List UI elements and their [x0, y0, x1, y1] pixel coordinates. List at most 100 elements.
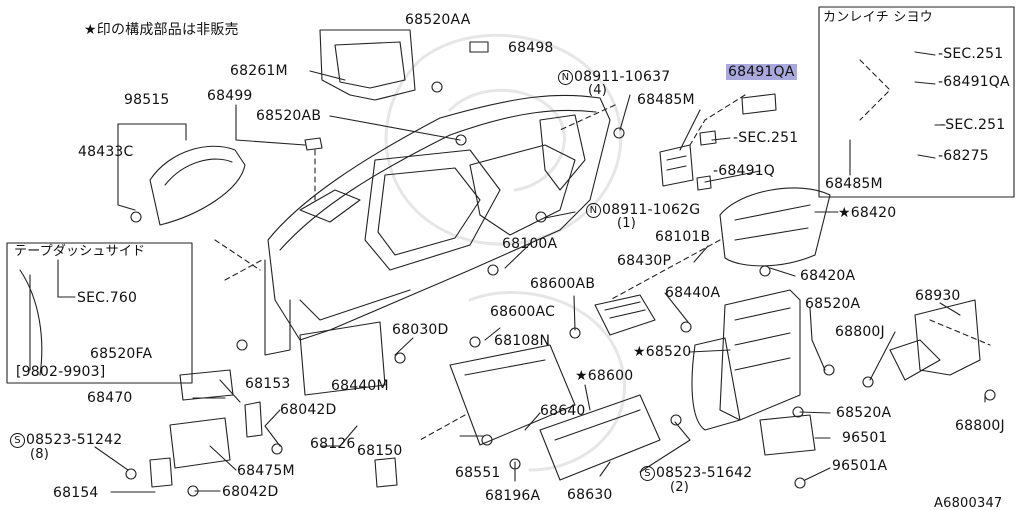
part-label-68440M[interactable]: 68440M [331, 378, 389, 394]
non-sale-note: ★印の構成部品は非販売 [84, 22, 239, 38]
part-label-68420[interactable]: ★68420 [838, 205, 896, 221]
part-label-68154[interactable]: 68154 [53, 485, 99, 501]
part-label-68600[interactable]: ★68600 [575, 368, 633, 384]
part-label-68261M[interactable]: 68261M [230, 63, 288, 79]
star-icon: ★ [838, 205, 851, 221]
part-label-68551[interactable]: 68551 [455, 465, 501, 481]
part-label-sec251-inset-a[interactable]: -SEC.251 [938, 46, 1004, 62]
part-glovebox-door [539, 394, 661, 481]
part-label-68600AB[interactable]: 68600AB [530, 276, 596, 292]
part-label-sec251[interactable]: -SEC.251 [733, 130, 799, 146]
n-marker-icon: N [586, 203, 601, 218]
part-number-text: 68600 [587, 368, 634, 384]
part-switch-c [741, 93, 777, 115]
part-label-68100A[interactable]: 68100A [502, 236, 558, 252]
part-label-68498[interactable]: 68498 [508, 40, 554, 56]
sec-text: SEC.251 [945, 117, 1006, 133]
qty-08523-51242: (8) [30, 447, 50, 462]
part-clip-lower [374, 457, 398, 488]
inset-frame-right [818, 6, 1015, 198]
part-label-68430P[interactable]: 68430P [617, 253, 672, 269]
part-label-68485M[interactable]: 68485M [637, 92, 695, 108]
part-label-68475M[interactable]: 68475M [237, 463, 295, 479]
part-label-sec251-inset-b[interactable]: -SEC.251 [940, 117, 1006, 133]
part-label-68485M-inset[interactable]: 68485M [825, 176, 883, 192]
part-label-68042D-a[interactable]: 68042D [280, 402, 337, 418]
part-label-68440A[interactable]: 68440A [665, 285, 721, 301]
part-label-68520[interactable]: ★68520 [633, 344, 691, 360]
part-number-text: 68420 [850, 205, 897, 221]
part-label-96501A[interactable]: 96501A [832, 458, 888, 474]
part-label-68520A-a[interactable]: 68520A [805, 296, 861, 312]
part-switch-b [696, 175, 712, 191]
fasteners [125, 81, 996, 497]
part-label-68800J-b[interactable]: 68800J [955, 418, 1005, 434]
part-label-68030D[interactable]: 68030D [392, 322, 449, 338]
part-label-68499[interactable]: 68499 [207, 88, 253, 104]
leader-lines [214, 59, 991, 441]
part-bracket-b [244, 401, 263, 438]
part-bracket-c [149, 457, 173, 488]
part-upper-cover [299, 321, 386, 396]
callout-lines [57, 51, 986, 493]
part-pocket [179, 369, 234, 401]
part-lower-cover-right [889, 299, 981, 381]
part-label-68108N[interactable]: 68108N [494, 333, 551, 349]
part-meter-hood [149, 145, 246, 226]
part-label-68520FA[interactable]: 68520FA [90, 346, 153, 362]
part-label-68491QA-inset[interactable]: -68491QA [938, 74, 1010, 90]
selected-part-text: 68491QA [726, 64, 797, 80]
part-label-98515[interactable]: 98515 [124, 92, 170, 108]
s-marker-icon: S [640, 466, 655, 481]
part-label-48433C[interactable]: 48433C [78, 144, 134, 160]
left-inset-title: テープダッシュサイド [14, 244, 146, 259]
part-tray [594, 294, 656, 336]
part-number-text: 08523-51242 [26, 432, 123, 448]
part-label-68275[interactable]: -68275 [938, 148, 989, 164]
part-label-sec760[interactable]: SEC.760 [77, 290, 138, 306]
date-range-label: [9802-9903] [16, 364, 106, 380]
part-small-clip [469, 41, 489, 53]
part-label-96501[interactable]: 96501 [842, 430, 888, 446]
part-label-68930[interactable]: 68930 [915, 288, 961, 304]
part-label-68196A[interactable]: 68196A [485, 488, 541, 504]
part-label-68470[interactable]: 68470 [87, 390, 133, 406]
part-label-68800J-a[interactable]: 68800J [835, 324, 885, 340]
part-vent-box [759, 414, 816, 456]
part-label-68640[interactable]: 68640 [540, 403, 586, 419]
n-marker-icon: N [558, 70, 573, 85]
part-label-68491Q[interactable]: -68491Q [713, 163, 776, 179]
part-switch-panel [659, 144, 694, 187]
part-label-68101B[interactable]: 68101B [655, 229, 711, 245]
part-label-68491QA-selected[interactable]: 68491QA [726, 64, 797, 80]
dashboard-panel [264, 94, 611, 356]
part-label-68600AC[interactable]: 68600AC [490, 304, 556, 320]
inset-frame-left [6, 242, 193, 384]
part-label-68153[interactable]: 68153 [245, 376, 291, 392]
part-label-68520AA[interactable]: 68520AA [405, 12, 471, 28]
diagram-id: A6800347 [934, 496, 1003, 510]
part-glovebox [449, 344, 576, 446]
sec-text: SEC.251 [738, 130, 799, 146]
part-number-text: 68520 [645, 344, 692, 360]
qty-08523-51642: (2) [670, 480, 690, 495]
part-label-68042D-b[interactable]: 68042D [222, 484, 279, 500]
part-label-68520A-b[interactable]: 68520A [836, 405, 892, 421]
part-label-68630[interactable]: 68630 [567, 487, 613, 503]
part-number-text: 68275 [943, 148, 989, 164]
part-label-68150[interactable]: 68150 [357, 443, 403, 459]
part-label-68420A[interactable]: 68420A [800, 268, 856, 284]
part-label-68520AB[interactable]: 68520AB [256, 108, 322, 124]
part-number-text: 08911-1062G [602, 202, 701, 218]
part-glovebox-lid-top [319, 29, 416, 101]
part-label-68126[interactable]: 68126 [310, 436, 356, 452]
part-number-text: 68491QA [943, 74, 1010, 90]
part-bracket [304, 137, 323, 151]
right-inset-title: カンレイチ シヨウ [823, 10, 933, 25]
